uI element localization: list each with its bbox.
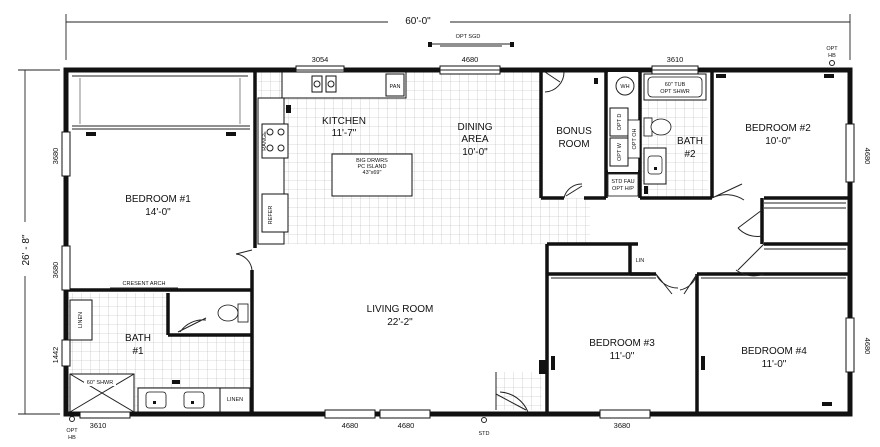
bonus-name-2: ROOM [558, 139, 589, 150]
window-size-bed4: 4680 [863, 338, 872, 355]
bedroom-3: BEDROOM #3 11'-0" [551, 277, 656, 370]
hall-doors [655, 209, 846, 295]
kitchen: PAN RANGE REFER BIG DRWRS PC ISLAND 43"x… [257, 71, 413, 245]
bedroom-4-size: 11'-0" [762, 359, 787, 370]
refer-label: REFER [268, 206, 274, 225]
window-size-bed1-lower: 3680 [51, 262, 60, 279]
overall-depth-dimension: 26' - 8" [18, 69, 60, 415]
opt-w-label: OPT W [617, 142, 623, 161]
bedroom-4-name: BEDROOM #4 [741, 346, 807, 357]
svg-text:OPT SGD: OPT SGD [456, 34, 481, 40]
bedroom-4: BEDROOM #4 11'-0" [701, 277, 846, 406]
dining-area: DINING AREA 10'-0" [458, 122, 493, 158]
opt-sgd: OPT SGD [428, 34, 514, 47]
shower-label: 60" SHWR [87, 380, 113, 386]
window-size-living-1: 4680 [342, 421, 359, 430]
kitchen-name: KITCHEN [322, 116, 366, 127]
pantry-label: PAN [390, 84, 401, 90]
tub-line-1: 60" TUB [665, 82, 686, 88]
window-size-bath2: 3610 [667, 55, 684, 64]
bath-2: 60" TUB OPT SHWR BATH #2 [643, 73, 707, 194]
svg-text:HB: HB [68, 435, 76, 441]
std-fau-line-2: OPT H/P [612, 186, 634, 192]
window-size-bath1: 1442 [51, 347, 60, 364]
bedroom-1-size: 14'-0" [145, 207, 171, 218]
living-room-name: LIVING ROOM [367, 304, 434, 315]
svg-text:OPT: OPT [66, 428, 78, 434]
dining-size: 10'-0" [462, 147, 488, 158]
hose-bib-bottom: OPT HB [66, 416, 78, 441]
bonus-name-1: BONUS [556, 126, 592, 137]
overall-width-label: 60'-0" [405, 16, 431, 27]
bedroom-3-size: 11'-0" [610, 351, 635, 362]
island-line-2: PC ISLAND [357, 164, 386, 170]
living-room-size: 22'-2" [387, 317, 413, 328]
std-fau-line-1: STD FAU [611, 179, 634, 185]
bath-2-name-1: BATH [677, 136, 703, 147]
window-size-living-2: 4680 [398, 421, 415, 430]
bottom-linen-label: LINEN [227, 397, 243, 403]
range-label: RANGE [262, 131, 268, 151]
interior-walls [66, 70, 850, 414]
bath-1-name-1: BATH [125, 333, 151, 344]
opt-oh-label: OPT OH [632, 128, 638, 149]
window-size-bed1-upper: 3680 [51, 148, 60, 165]
bath-1: CRESENT ARCH LINEN 60" SHWR LINEN BATH #… [69, 281, 251, 413]
kitchen-size: 11'-7" [332, 128, 357, 139]
bonus-room: BONUS ROOM [544, 71, 604, 199]
overall-depth-label: 26' - 8" [21, 234, 32, 265]
std-light: STD [479, 417, 490, 437]
island-line-3: 43"x69" [363, 170, 382, 176]
bedroom-1-name: BEDROOM #1 [125, 194, 191, 205]
hall-linen: LIN [632, 248, 648, 272]
overall-width-dimension: 60'-0" [65, 14, 851, 60]
window-size-bed2: 4680 [863, 148, 872, 165]
lin-label: LIN [636, 258, 645, 264]
wh-label: WH [620, 84, 629, 90]
hose-bib-top: OPT HB [826, 46, 838, 66]
window-size-bed3: 3680 [614, 421, 631, 430]
bedroom-2-size: 10'-0" [765, 136, 791, 147]
window-size-dining: 4680 [462, 55, 479, 64]
svg-text:OPT: OPT [826, 46, 838, 52]
svg-text:STD: STD [479, 431, 490, 437]
bath-2-name-2: #2 [684, 149, 696, 160]
window-size-bath1-bottom: 3610 [90, 421, 107, 430]
tub-line-2: OPT SHWR [660, 89, 690, 95]
bedroom-3-name: BEDROOM #3 [589, 338, 655, 349]
island-line-1: BIG DRWRS [356, 158, 388, 164]
window-size-kitchen: 3054 [312, 55, 329, 64]
crescent-arch-label: CRESENT ARCH [123, 281, 166, 287]
dining-name-1: DINING [458, 122, 493, 133]
bath-1-linen-label: LINEN [78, 312, 84, 328]
bedroom-1: BEDROOM #1 14'-0" [72, 75, 253, 271]
bedroom-2: BEDROOM #2 10'-0" [711, 74, 846, 209]
dining-name-2: AREA [461, 134, 489, 145]
windows [61, 65, 855, 419]
svg-text:HB: HB [828, 53, 836, 59]
bedroom-2-name: BEDROOM #2 [745, 123, 811, 134]
living-room: LIVING ROOM 22'-2" [367, 304, 547, 413]
opt-d-label: OPT D [617, 114, 623, 131]
laundry: WH OPT D OPT W OPT OH STD FAU OPT H/P [607, 72, 641, 197]
bath-1-name-2: #1 [132, 346, 144, 357]
